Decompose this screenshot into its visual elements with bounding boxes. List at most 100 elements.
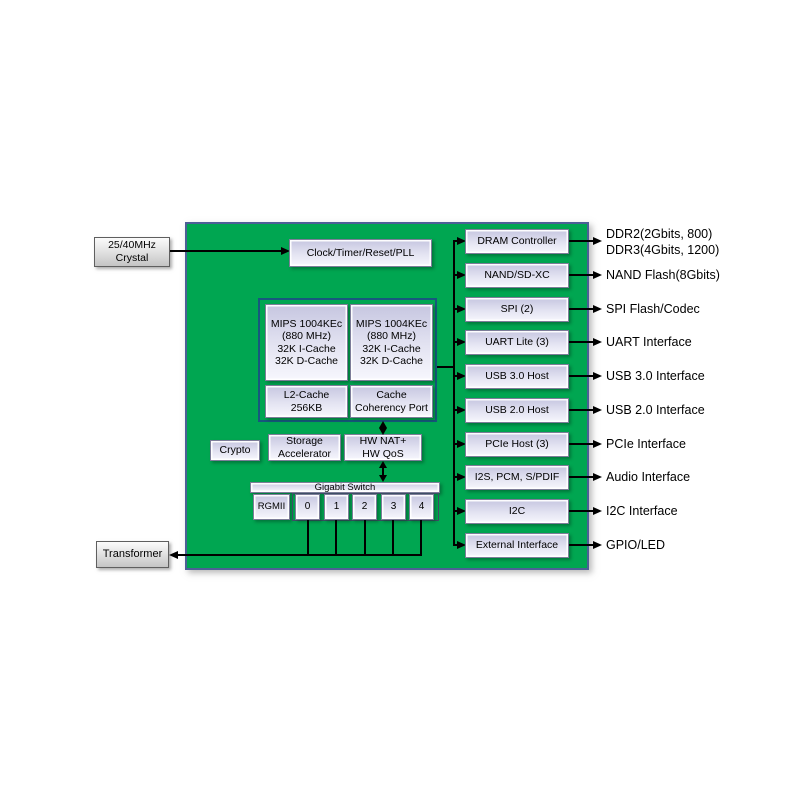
peripheral-uart-lite: UART Lite (3) [465, 330, 569, 355]
clock-timer-reset-pll-block: Clock/Timer/Reset/PLL [289, 239, 432, 267]
cpu-cluster [258, 298, 437, 422]
ccp-line2: Coherency Port [355, 401, 428, 414]
dram-controller-label: DRAM Controller [477, 235, 557, 248]
hwnat-line1: HW NAT+ [359, 435, 407, 447]
exit-arrowhead-2-icon [593, 305, 602, 313]
switch-port-2: 2 [352, 494, 377, 520]
label-i2c-interface: I2C Interface [606, 504, 678, 518]
crystal-line2: Crystal [115, 252, 149, 264]
storage-line2: Accelerator [277, 447, 332, 460]
peripheral-usb2-host: USB 2.0 Host [465, 398, 569, 423]
hwnat-line2: HW QoS [362, 447, 404, 460]
port-4-drop-line [420, 520, 422, 555]
exit-arrowhead-8-icon [593, 507, 602, 515]
exit-arrowhead-6-icon [593, 440, 602, 448]
label-uart-interface: UART Interface [606, 335, 692, 349]
exit-line-4 [569, 375, 594, 377]
port-4-label: 4 [418, 500, 425, 512]
core2-line4: 32K D-Cache [359, 355, 424, 367]
bus-branch-line-9 [453, 544, 459, 546]
core2-line1: MIPS 1004KEc [355, 317, 428, 330]
exit-line-0 [569, 240, 594, 242]
port-2-label: 2 [361, 500, 368, 512]
hwnat-switch-line [382, 466, 384, 477]
system-bus-line [453, 240, 455, 546]
bus-branch-arrowhead-2-icon [457, 305, 466, 313]
l2-line1: L2-Cache [283, 389, 330, 401]
bus-branch-line-1 [453, 274, 459, 276]
bus-branch-line-3 [453, 341, 459, 343]
bus-branch-line-6 [453, 443, 459, 445]
switch-port-1: 1 [324, 494, 349, 520]
bus-branch-arrowhead-3-icon [457, 338, 466, 346]
peripheral-i2c: I2C [465, 499, 569, 524]
peripheral-i2s-pcm-spdif: I2S, PCM, S/PDIF [465, 465, 569, 490]
bus-branch-arrowhead-1-icon [457, 271, 466, 279]
hwnat-switch-arrow-down-icon [379, 475, 387, 482]
mips-core-1: MIPS 1004KEc (880 MHz) 32K I-Cache 32K D… [265, 304, 348, 381]
spi-label: SPI (2) [500, 303, 534, 316]
port-0-drop-line [307, 520, 309, 555]
bus-branch-arrowhead-0-icon [457, 237, 466, 245]
cache-coherency-port-block: Cache Coherency Port [350, 385, 433, 418]
label-pcie-interface: PCIe Interface [606, 437, 686, 451]
ccp-hwnat-arrow-down-icon [379, 428, 387, 435]
transformer-box: Transformer [96, 541, 169, 568]
peripheral-spi: SPI (2) [465, 297, 569, 322]
exit-line-3 [569, 341, 594, 343]
exit-arrowhead-3-icon [593, 338, 602, 346]
exit-line-8 [569, 510, 594, 512]
i2c-label: I2C [508, 505, 526, 518]
gigabit-switch-label: Gigabit Switch [314, 481, 376, 493]
peripheral-dram-controller: DRAM Controller [465, 229, 569, 254]
exit-arrowhead-9-icon [593, 541, 602, 549]
core1-line4: 32K D-Cache [274, 355, 339, 367]
bus-branch-arrowhead-6-icon [457, 440, 466, 448]
port-2-drop-line [364, 520, 366, 555]
exit-line-7 [569, 476, 594, 478]
exit-arrowhead-5-icon [593, 406, 602, 414]
nand-sdxc-label: NAND/SD-XC [484, 269, 550, 282]
label-audio-interface: Audio Interface [606, 470, 691, 484]
port-0-label: 0 [304, 500, 311, 512]
label-gpio-led: GPIO/LED [606, 538, 666, 552]
label-ddr: DDR2(2Gbits, 800) DDR3(4Gbits, 1200) [606, 226, 719, 257]
exit-line-1 [569, 274, 594, 276]
hwnat-switch-arrow-up-icon [379, 461, 387, 468]
crystal-line1: 25/40MHz [108, 239, 156, 251]
bus-branch-line-8 [453, 510, 459, 512]
mips-core-2: MIPS 1004KEc (880 MHz) 32K I-Cache 32K D… [350, 304, 433, 381]
crystal-to-clock-arrowhead-icon [281, 247, 290, 255]
exit-arrowhead-1-icon [593, 271, 602, 279]
core1-line1: MIPS 1004KEc [270, 317, 343, 330]
ccp-line1: Cache [376, 389, 407, 401]
bus-branch-line-7 [453, 476, 459, 478]
peripheral-pcie-host: PCIe Host (3) [465, 432, 569, 457]
core2-line3: 32K I-Cache [362, 342, 421, 355]
exit-arrowhead-7-icon [593, 473, 602, 481]
i2s-pcm-spdif-label: I2S, PCM, S/PDIF [474, 471, 560, 484]
switch-port-4: 4 [409, 494, 434, 520]
bus-branch-arrowhead-7-icon [457, 473, 466, 481]
crystal-to-clock-line [170, 250, 282, 252]
exit-arrowhead-4-icon [593, 372, 602, 380]
bus-branch-arrowhead-9-icon [457, 541, 466, 549]
bus-branch-arrowhead-5-icon [457, 406, 466, 414]
exit-line-6 [569, 443, 594, 445]
l2-cache-block: L2-Cache 256KB [265, 385, 348, 418]
peripheral-nand-sdxc: NAND/SD-XC [465, 263, 569, 288]
switch-port-0: 0 [295, 494, 320, 520]
cpu-to-bus-line [437, 366, 454, 368]
exit-arrowhead-0-icon [593, 237, 602, 245]
switch-port-3: 3 [381, 494, 406, 520]
rgmii-block: RGMII [253, 494, 290, 520]
external-interface-label: External Interface [475, 539, 559, 552]
core2-line2: (880 MHz) [366, 330, 416, 342]
port-3-label: 3 [390, 500, 397, 512]
usb3-host-label: USB 3.0 Host [485, 370, 549, 383]
switch-to-transformer-line [177, 554, 422, 556]
bus-branch-arrowhead-8-icon [457, 507, 466, 515]
label-usb3-interface: USB 3.0 Interface [606, 369, 705, 383]
bus-branch-line-0 [453, 240, 459, 242]
core1-line3: 32K I-Cache [277, 342, 336, 355]
